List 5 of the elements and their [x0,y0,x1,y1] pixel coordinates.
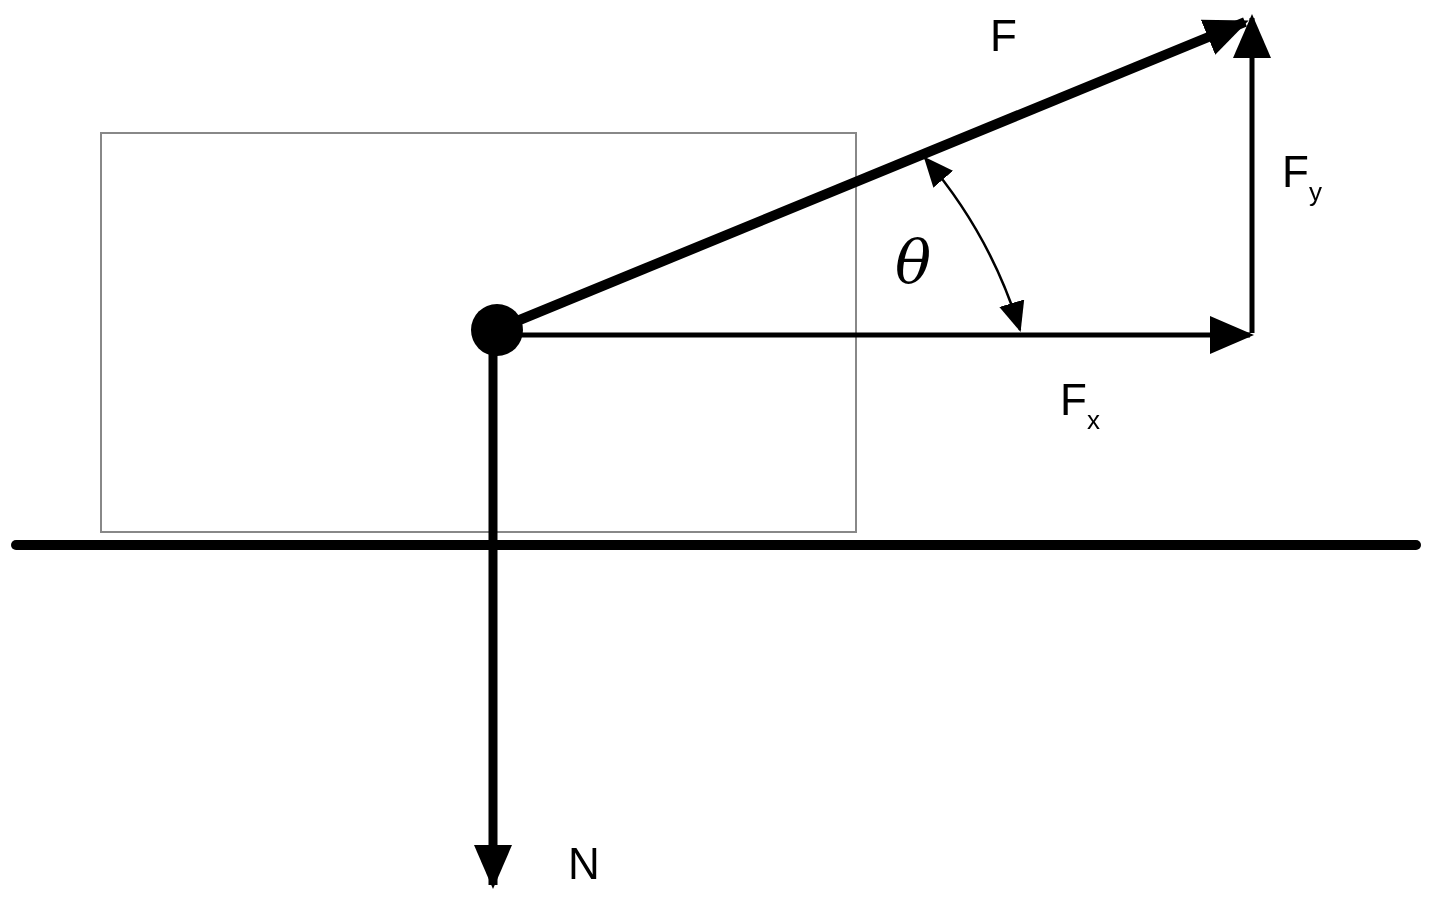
angle-label: θ [895,232,932,292]
force-label: N [568,842,600,886]
force-label: F [990,14,1017,58]
component-label: F$_{y}$ [1282,150,1322,205]
component-label: F$_{x}$ [1060,378,1100,433]
